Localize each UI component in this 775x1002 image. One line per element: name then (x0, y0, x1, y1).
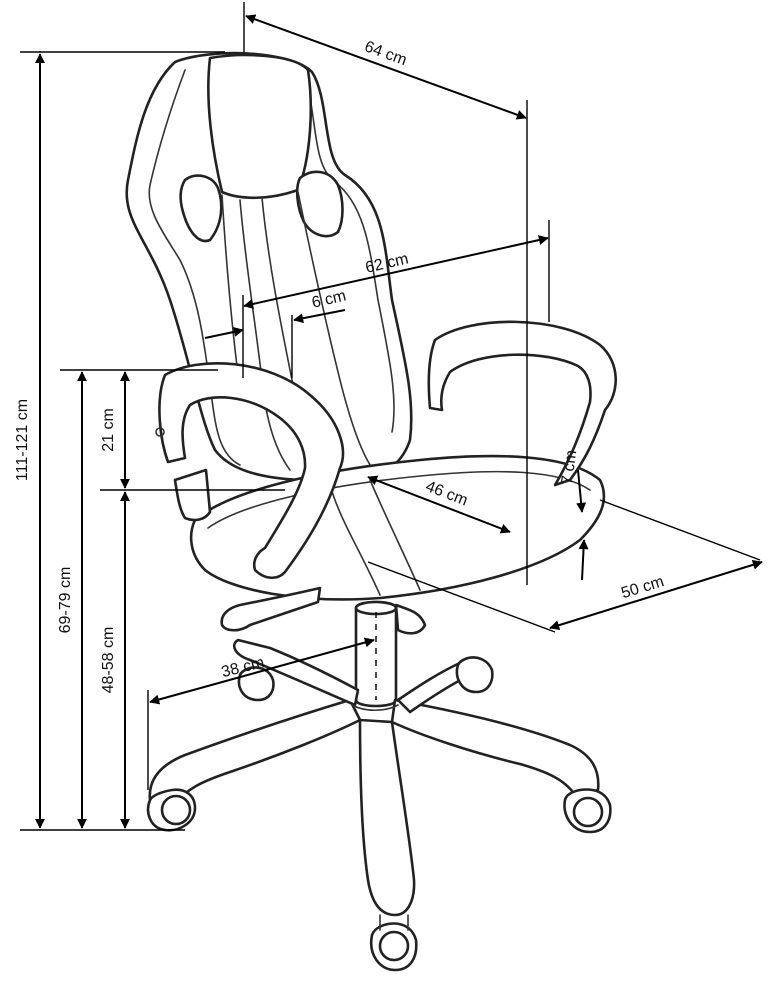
left-back-cutout (179, 174, 223, 243)
label-seat-height: 48-58 cm (100, 627, 117, 694)
dim-seat-depth (367, 475, 511, 534)
label-seat-width: 50 cm (619, 573, 666, 602)
dim-width (243, 235, 549, 309)
label-armrest-height: 69-79 cm (57, 567, 74, 634)
caster-back-right (455, 656, 494, 694)
dim-bolster-left (204, 326, 244, 339)
dim-base-radius (149, 637, 375, 705)
chair-illustration (125, 51, 617, 972)
dimension-lines (20, 2, 763, 831)
right-back-cutout (295, 170, 344, 238)
label-total-height: 111-121 cm (14, 399, 31, 481)
label-depth: 64 cm (362, 38, 409, 69)
dim-cushion-bottom (578, 539, 589, 581)
label-seat-cushion: 7 cm (559, 449, 581, 486)
label-armrest-above-seat: 21 cm (100, 408, 117, 452)
right-armrest (427, 320, 617, 487)
dim-bolster-right (293, 309, 346, 324)
headrest (207, 53, 313, 200)
seat (189, 454, 606, 601)
left-armrest (155, 362, 345, 580)
dim-depth (245, 14, 527, 120)
dim-seat-width (549, 559, 763, 631)
dim-cushion-top (576, 469, 587, 513)
